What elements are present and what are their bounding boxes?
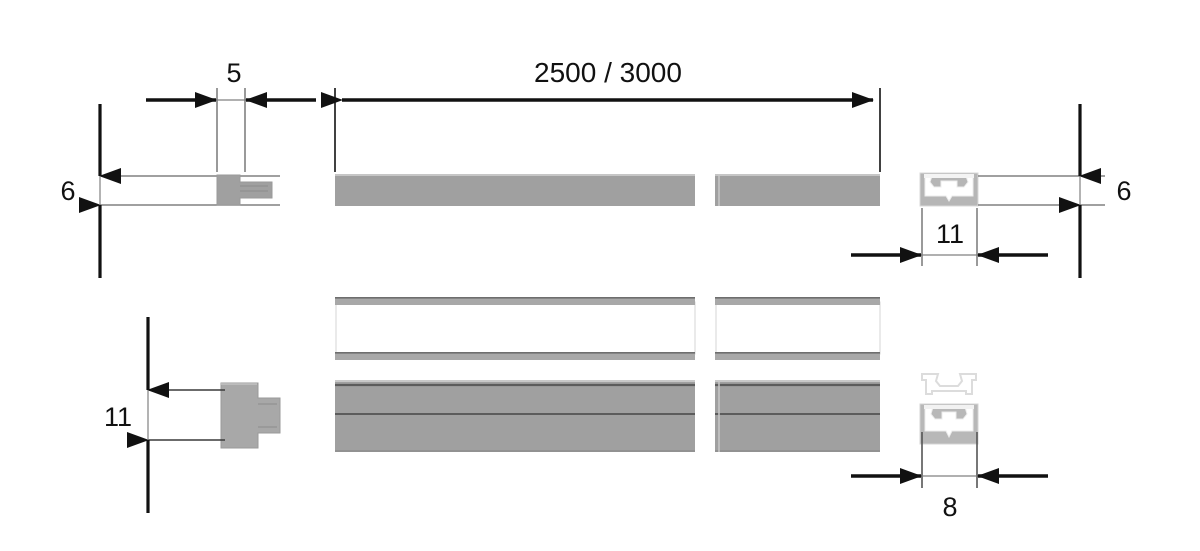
open-channel-right-top-rail [715, 297, 880, 305]
dimension-profile-length: 2500 / 3000 [321, 57, 881, 172]
open-channel-right-interior [715, 301, 881, 355]
profile-bar-segment-left [335, 174, 695, 206]
dimension-label-profile-height-right: 6 [1116, 176, 1131, 206]
solid-profile-right-body [715, 380, 880, 452]
open-channel-right-bottom-rail [715, 352, 880, 360]
open-channel-left-bottom-rail [335, 352, 695, 360]
dimension-end-cap-width-bottom: 11 [104, 317, 169, 513]
solid-profile-left-body [335, 380, 695, 452]
solid-profile-segment-left [335, 380, 695, 452]
dimension-profile-height-right: 6 [1059, 104, 1132, 278]
cross-section-bottom-cavity [924, 406, 974, 439]
solid-profile-segment-right [715, 380, 880, 452]
bottom-cross-section-view [919, 373, 979, 488]
cross-section-top-cover [924, 174, 974, 178]
dimension-label-end-cap-thickness: 5 [226, 58, 241, 88]
diffuser-cover-outline [921, 373, 977, 395]
dimension-label-profile-inner-width: 8 [942, 492, 957, 522]
dimension-profile-width-top: 11 [851, 208, 1048, 266]
top-side-view [100, 172, 1105, 207]
dimension-profile-inner-width: 8 [851, 468, 1048, 522]
open-channel-left-interior [335, 301, 696, 355]
middle-open-channel-view [335, 296, 881, 360]
end-cap-top-silhouette [216, 174, 273, 206]
dimension-label-end-cap-width-bottom: 11 [104, 402, 132, 432]
profile-bar-segment-right [715, 174, 880, 206]
profile-bar-right-body [715, 174, 880, 206]
top-cross-section-view [919, 172, 979, 207]
profile-bar-left-body [335, 174, 695, 206]
cross-section-top-cavity [924, 175, 974, 202]
dimension-end-cap-thickness: 5 [146, 58, 316, 172]
open-channel-segment-left [335, 296, 696, 360]
open-channel-segment-right [715, 296, 881, 360]
end-cap-bottom-silhouette [220, 382, 281, 449]
dimension-label-profile-height-left: 6 [60, 176, 75, 206]
dimension-label-profile-width-top: 11 [936, 219, 964, 249]
cross-section-bottom-cover-band [924, 405, 974, 409]
dimension-label-profile-length: 2500 / 3000 [534, 57, 682, 88]
dimension-profile-height-left: 6 [60, 104, 121, 278]
end-cap-bottom-view [220, 382, 281, 449]
end-cap-top-view [216, 174, 273, 206]
open-channel-left-top-rail [335, 297, 695, 305]
bottom-side-view [148, 380, 880, 452]
